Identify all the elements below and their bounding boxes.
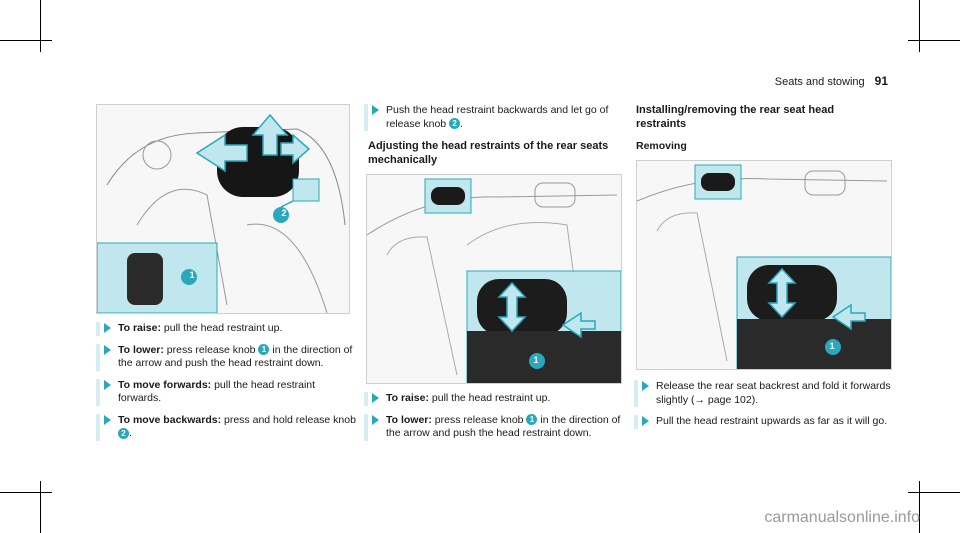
step-label: To move backwards: — [118, 413, 222, 426]
col2-steps: To raise: pull the head restraint up. To… — [364, 392, 628, 449]
section-title: Seats and stowing — [774, 76, 865, 88]
step-arrow-icon — [104, 323, 111, 333]
callout-badge: 2 — [449, 118, 461, 130]
figure-callout-1-remove: 1 — [829, 341, 835, 351]
section-heading-install-remove: Installing/removing the rear seat head r… — [636, 104, 835, 130]
col1-steps: To raise: pull the head restraint up. To… — [96, 322, 358, 449]
step-text: pull the head restraint forwards. — [118, 378, 316, 405]
section-heading-rear-mechanical: Adjusting the head restraints of the rea… — [368, 140, 609, 166]
step-text: Push the head restraint backwards and le… — [386, 104, 609, 130]
crop-mark — [0, 40, 52, 41]
rear-head-restraint-figure — [366, 174, 622, 384]
step-arrow-icon — [104, 344, 111, 355]
step-arrow-icon — [372, 393, 379, 403]
step-lower-rear: To lower: press release knob 1 in the di… — [364, 413, 628, 441]
col3-steps: Release the rear seat backrest and fold … — [634, 380, 894, 437]
crop-mark — [40, 481, 41, 533]
step-text: Release the rear seat backrest and fold … — [656, 380, 891, 406]
figure-callout-1: 1 — [189, 270, 195, 280]
step-release-backrest: Release the rear seat backrest and fold … — [634, 380, 894, 407]
watermark: carmanualsonline.info — [764, 509, 920, 526]
step-arrow-icon — [104, 379, 111, 390]
figure-callout-2: 2 — [281, 208, 287, 218]
remove-head-restraint-figure — [636, 160, 892, 370]
arrow-left-icon — [561, 311, 596, 339]
step-text: in the direction of the arrow and push t… — [118, 343, 353, 370]
arrow-up-down-icon — [767, 267, 797, 319]
step-arrow-icon — [642, 416, 649, 426]
crop-mark — [908, 40, 960, 41]
col2-intro: Push the head restraint backwards and le… — [364, 104, 628, 139]
step-text: . — [129, 427, 132, 439]
callout-badge: 1 — [526, 414, 538, 426]
step-label: To lower: — [386, 413, 432, 426]
step-raise-rear: To raise: pull the head restraint up. — [364, 392, 628, 406]
crop-mark — [0, 492, 52, 493]
step-text: pull the head restraint up. — [428, 392, 551, 404]
callout-badge: 2 — [118, 427, 129, 439]
step-text: . — [460, 117, 463, 130]
crop-mark — [40, 0, 41, 52]
step-label: To raise: — [386, 392, 429, 404]
step-raise: To raise: pull the head restraint up. — [96, 322, 358, 336]
step-arrow-icon — [372, 105, 379, 115]
arrow-backward-icon — [280, 133, 311, 165]
step-text: pull the head restraint up. — [160, 322, 283, 334]
front-head-restraint-figure — [96, 104, 350, 314]
arrow-left-icon — [831, 303, 866, 331]
step-text: press release knob — [163, 343, 259, 356]
subheading-removing: Removing — [636, 140, 687, 152]
step-label: To lower: — [118, 343, 164, 356]
crop-mark — [908, 492, 960, 493]
cross-ref-arrow-icon: → — [694, 393, 706, 406]
arrow-up-down-icon — [497, 281, 527, 333]
step-label: To move forwards: — [118, 378, 212, 391]
step-push-back: Push the head restraint backwards and le… — [364, 104, 628, 131]
step-backwards: To move backwards: press and hold releas… — [96, 413, 358, 441]
step-forwards: To move forwards: pull the head restrain… — [96, 378, 358, 406]
crop-mark — [919, 481, 920, 533]
figure-callout-1-rear: 1 — [533, 355, 539, 365]
page-number: 91 — [874, 74, 888, 88]
callout-badge: 1 — [258, 344, 270, 356]
step-label: To raise: — [118, 322, 161, 334]
step-pull-up: Pull the head restraint upwards as far a… — [634, 415, 894, 429]
step-lower: To lower: press release knob 1 in the di… — [96, 343, 358, 371]
running-header: Seats and stowing 91 — [775, 74, 888, 88]
arrow-forward-icon — [195, 133, 248, 173]
step-text: Pull the head restraint upwards as far a… — [656, 415, 888, 427]
arrow-up-icon — [251, 113, 289, 156]
crop-mark — [919, 0, 920, 52]
step-arrow-icon — [372, 414, 379, 425]
step-text: press release knob — [431, 413, 527, 426]
step-arrow-icon — [642, 381, 649, 391]
page-reference-link[interactable]: page 102). — [705, 393, 759, 406]
step-arrow-icon — [104, 414, 111, 425]
step-text: press and hold release knob — [221, 413, 356, 426]
step-text: in the direction of the arrow and push t… — [386, 413, 621, 440]
